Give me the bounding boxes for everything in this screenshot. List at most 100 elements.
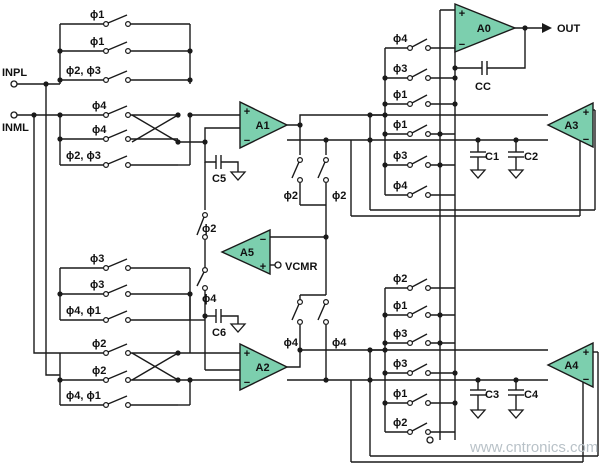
phase-switch [102, 343, 131, 357]
junction-dot [202, 139, 208, 145]
switch-contact [102, 350, 109, 357]
opamp-label: A5 [240, 247, 254, 259]
junction-dot [57, 291, 63, 297]
switch-contact [102, 76, 109, 83]
junction-dot [175, 112, 181, 118]
junction-dot [452, 75, 458, 81]
switch-phase-label: ϕ1 [393, 388, 407, 400]
wires [17, 9, 599, 463]
switch-contact [425, 429, 432, 436]
c3-label: C3 [485, 389, 499, 401]
switch-phase-label: ϕ1 [90, 36, 104, 48]
c2-label: C2 [524, 151, 538, 163]
switch-phase-label: ϕ3 [393, 358, 407, 370]
c5-label: C5 [212, 173, 226, 185]
switch-contact [425, 74, 432, 81]
inml-down-wire [33, 115, 60, 354]
switch-blade [291, 303, 300, 321]
wire [131, 352, 179, 381]
junction-dot [382, 112, 388, 118]
opamp-a4 [546, 341, 594, 389]
c4-label: C4 [524, 389, 539, 401]
switch-contact [297, 177, 304, 184]
junction-dot [187, 377, 193, 383]
switch-contact [102, 265, 109, 272]
junction-dot [187, 48, 193, 54]
switch-blade [411, 333, 428, 343]
phase-switch [407, 363, 432, 377]
junction-dot [382, 347, 388, 353]
switch-contact [102, 317, 109, 324]
junction-dot [187, 291, 193, 297]
junction-dot [297, 122, 303, 128]
phase-switch [407, 393, 432, 407]
a2-out-wire [287, 349, 370, 368]
switch-contact [407, 285, 414, 292]
switch-contact [323, 157, 330, 164]
inml-label: INML [2, 122, 29, 134]
inml-terminal [10, 111, 18, 119]
capacitor-c6 [215, 309, 222, 323]
switch-blade [107, 155, 128, 165]
switch-contact [202, 234, 209, 241]
nodes [10, 25, 528, 444]
ground-symbol [229, 171, 247, 181]
opamp-body [546, 341, 594, 389]
switch-contact [407, 131, 414, 138]
switch-contact [297, 299, 304, 306]
ground-symbol [229, 323, 247, 333]
switch-blade [411, 278, 428, 288]
opamp-a0 [454, 2, 517, 54]
opamp-input-sign: + [260, 261, 266, 273]
c1-label: C1 [485, 151, 499, 163]
phase-switch [407, 94, 432, 107]
junction-dot [187, 77, 193, 83]
phase-switch [102, 310, 131, 324]
switch-phase-label: ϕ2, ϕ3 [66, 150, 101, 162]
junction-dot [57, 48, 63, 54]
capacitor-cc [481, 61, 488, 75]
junction-dot [202, 313, 208, 319]
switch-contact [102, 111, 109, 118]
switch-contact [425, 312, 432, 319]
switch-phase-label: ϕ2 [393, 417, 407, 429]
opamp-body [220, 228, 271, 276]
opamp-label: A0 [477, 23, 491, 35]
junction-dot [175, 377, 181, 383]
switch-phase-label: ϕ3 [393, 328, 407, 340]
switch-phase-label: ϕ3 [90, 279, 104, 291]
junction-dot [367, 112, 373, 118]
phase-switch [102, 284, 131, 298]
bottom-terminal [426, 436, 434, 444]
phase-switch [407, 185, 432, 199]
switch-phase-label: ϕ2 [202, 223, 216, 235]
switch-contact [425, 100, 432, 107]
opamp-a5 [220, 228, 271, 276]
switch-contact [323, 319, 330, 326]
opamp-input-sign: − [583, 374, 589, 386]
switch-contact [425, 192, 432, 199]
switch-blade [107, 310, 128, 320]
junction-dot [323, 234, 329, 240]
a1-minus-wire [178, 127, 240, 143]
switch-blade [411, 393, 428, 403]
switch-phase-label: ϕ4, ϕ1 [66, 390, 101, 402]
switch-contact [102, 47, 109, 54]
opamp-input-sign: − [244, 377, 250, 389]
switch-blade [196, 216, 205, 236]
junction-dot [452, 400, 458, 406]
junction-dot [382, 162, 388, 168]
out-label: OUT [557, 23, 581, 35]
switch-contact [124, 136, 131, 143]
ground-symbol [507, 169, 525, 179]
phase-switch [407, 278, 432, 292]
junction-dot [382, 131, 388, 137]
phase-switch-vertical [196, 212, 209, 241]
switch-phase-label: ϕ4 [284, 337, 299, 349]
switch-contact [407, 400, 414, 407]
opamp-label: A3 [564, 120, 578, 132]
a1-out-wire [287, 114, 370, 126]
capacitor-c4 [508, 389, 524, 396]
switch-blade [107, 343, 128, 353]
